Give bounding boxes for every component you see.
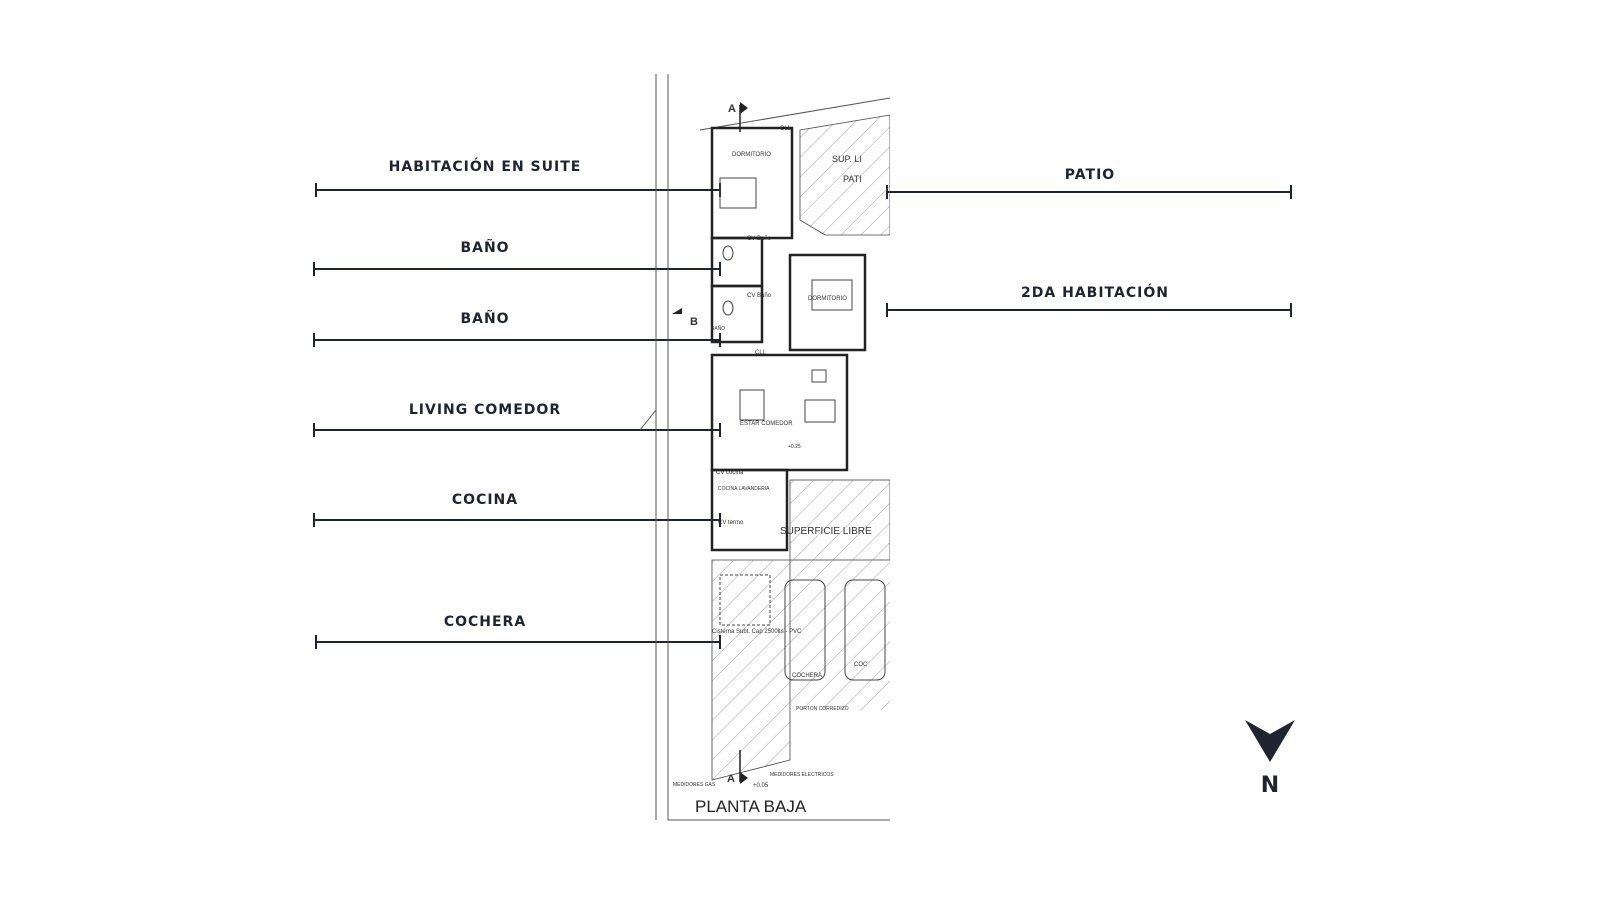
- property-line-slant: [639, 409, 657, 431]
- room-cv-bano-1: CV Baño: [747, 236, 772, 242]
- room-bano-small: BAÑO: [711, 325, 725, 332]
- room-porton: PORTON CORREDIZO: [796, 706, 849, 712]
- room-cv-termo: CV termo: [718, 520, 744, 526]
- room-nivel-2: +0.25: [788, 444, 801, 450]
- room-medidores-gas: MEDIDORES GAS: [673, 782, 716, 788]
- room-cisterna: Cisterna Subt. Cap 2500lts - PVC: [712, 629, 802, 635]
- leader-bano-2: [313, 333, 721, 347]
- label-living-comedor: LIVING COMEDOR: [408, 402, 562, 418]
- north-letter: N: [1260, 773, 1280, 798]
- section-arrow-bottom: [740, 772, 748, 784]
- floor-plan: A B A DORMITORIO CLL SUP. LI PATI CV Bañ…: [639, 74, 890, 821]
- room-cochera: COCHERA: [792, 673, 822, 679]
- room-dormitorio-1: DORMITORIO: [732, 152, 771, 158]
- plan-title: PLANTA BAJA: [695, 797, 807, 816]
- section-a-top: A: [728, 103, 736, 115]
- room-dormitorio-2: DORMITORIO: [808, 296, 847, 302]
- leader-living-comedor: [313, 423, 721, 437]
- label-cocina: COCINA: [451, 492, 519, 508]
- section-arrow-b: [672, 308, 682, 314]
- room-superficie-libre: SUPERFICIE LIBRE: [780, 526, 872, 537]
- furniture: [719, 177, 886, 681]
- room-cochera-2: COC: [854, 662, 868, 668]
- room-medidores-elec: MEDIDORES ELECTRICOS: [770, 772, 834, 778]
- property-line-top: [699, 97, 890, 131]
- room-cll-2: CLL: [755, 350, 767, 356]
- label-bano-1: BAÑO: [460, 240, 510, 256]
- leader-patio: [886, 185, 1292, 199]
- superficie-libre-hatch: [789, 479, 890, 561]
- section-arrow-top: [740, 102, 748, 114]
- room-sup-libre-top: SUP. LI: [832, 154, 862, 164]
- label-bano-2: BAÑO: [460, 311, 510, 327]
- north-compass: N: [1245, 720, 1295, 800]
- room-cocina: COCINA LAVANDERIA: [718, 486, 770, 492]
- leader-2da-habitacion: [886, 303, 1292, 317]
- room-cv-bano-2: CV Baño: [747, 293, 772, 299]
- walls: [710, 126, 867, 552]
- section-a-bottom: A: [727, 773, 735, 785]
- room-estar-comedor: ESTAR COMEDOR: [740, 421, 793, 427]
- label-habitacion-suite: HABITACIÓN EN SUITE: [388, 159, 582, 175]
- room-patio-top: PATI: [843, 174, 862, 184]
- cochera-hatch: [711, 559, 791, 781]
- room-nivel-1: +0.05: [753, 783, 769, 789]
- patio-hatch: [799, 114, 890, 236]
- label-cochera: COCHERA: [443, 614, 527, 630]
- room-cll-1: CLL: [780, 126, 792, 132]
- leader-cocina: [313, 513, 721, 527]
- label-patio: PATIO: [1064, 167, 1116, 183]
- leader-bano-1: [313, 262, 721, 276]
- cochera-right-hatch: [790, 560, 890, 710]
- north-arrow-icon: [1245, 720, 1295, 762]
- section-b: B: [690, 316, 698, 328]
- label-2da-habitacion: 2DA HABITACIÓN: [1021, 285, 1169, 301]
- room-cv-cocina: CV cocina: [716, 470, 744, 476]
